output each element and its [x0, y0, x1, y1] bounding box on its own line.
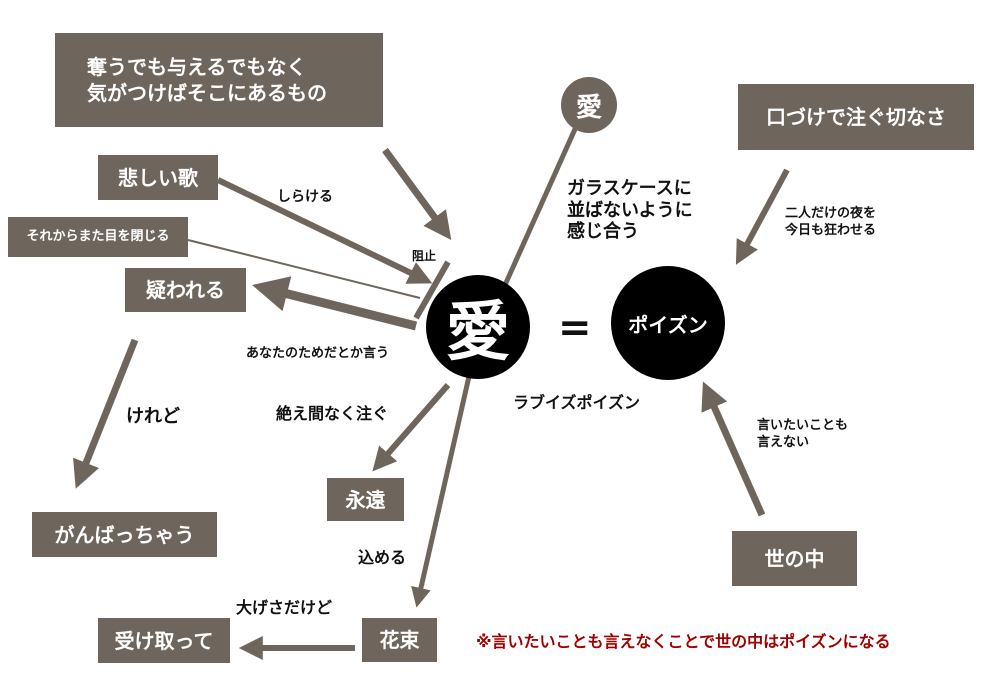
label-soshi: 阻止 — [412, 249, 437, 263]
label-shirakeru: しらける — [277, 189, 333, 205]
arrow-kanashii-to-ai — [216, 177, 433, 284]
label-oogesa: 大げさだけど — [236, 598, 333, 617]
label-love-is-poison: ラブイズポイズン — [513, 393, 641, 412]
sorekara-box: それからまた目を閉じる — [8, 217, 188, 257]
equals-sign: = — [558, 305, 592, 351]
ganbacchau-box: がんばっちゃう — [32, 512, 217, 557]
label-komeru: 込める — [358, 548, 407, 567]
poison-circle: ポイズン — [611, 266, 725, 380]
arrow-ai-to-hanataba — [411, 371, 473, 608]
hanataba-box: 花束 — [362, 618, 437, 662]
kanashii-uta-box: 悲しい歌 — [98, 155, 218, 200]
quote-line-1: 奪うでも与えるでもなく — [87, 55, 307, 79]
arrow-quote-to-ai — [382, 147, 452, 241]
utagawareru-box: 疑われる — [125, 268, 246, 312]
arrow-yononaka-to-poison — [701, 381, 766, 517]
arrow-ai-to-utagawareru — [252, 276, 418, 331]
yononaka-box: 世の中 — [732, 531, 857, 586]
arrow-utagawareru-to-ganbacchau — [73, 338, 139, 489]
kuchizuke-box: 口づけで注ぐ切なさ — [738, 84, 974, 150]
eien-box: 永遠 — [327, 478, 404, 521]
arrow-ai-to-eien — [372, 383, 451, 472]
line-ai-to-small-ai — [502, 116, 583, 287]
quote-box: 奪うでも与えるでもなく 気がつけばそこにあるもの — [55, 33, 383, 127]
line-sorekara — [187, 239, 421, 299]
uketotte-box: 受け取って — [98, 618, 230, 663]
label-keredo: けれど — [126, 406, 180, 427]
block-bar — [413, 260, 451, 320]
label-taema: 絶え間なく注ぐ — [276, 404, 389, 423]
small-ai-circle: 愛 — [561, 77, 617, 133]
label-anata: あなたのためだとか言う — [246, 346, 390, 361]
arrow-kuchizuke-to-poison — [735, 168, 790, 265]
footnote: ※言いたいことも言えなくことで世の中はポイズンになる — [476, 632, 891, 651]
label-iitai: 言いたいことも 言えない — [757, 418, 849, 450]
big-ai-circle: 愛 — [426, 275, 530, 379]
label-futari: 二人だけの夜を 今日も狂わせる — [785, 206, 877, 238]
quote-line-2: 気がつけばそこにあるもの — [87, 81, 327, 105]
label-glass: ガラスケースに 並ばないように 感じ合う — [567, 178, 693, 243]
